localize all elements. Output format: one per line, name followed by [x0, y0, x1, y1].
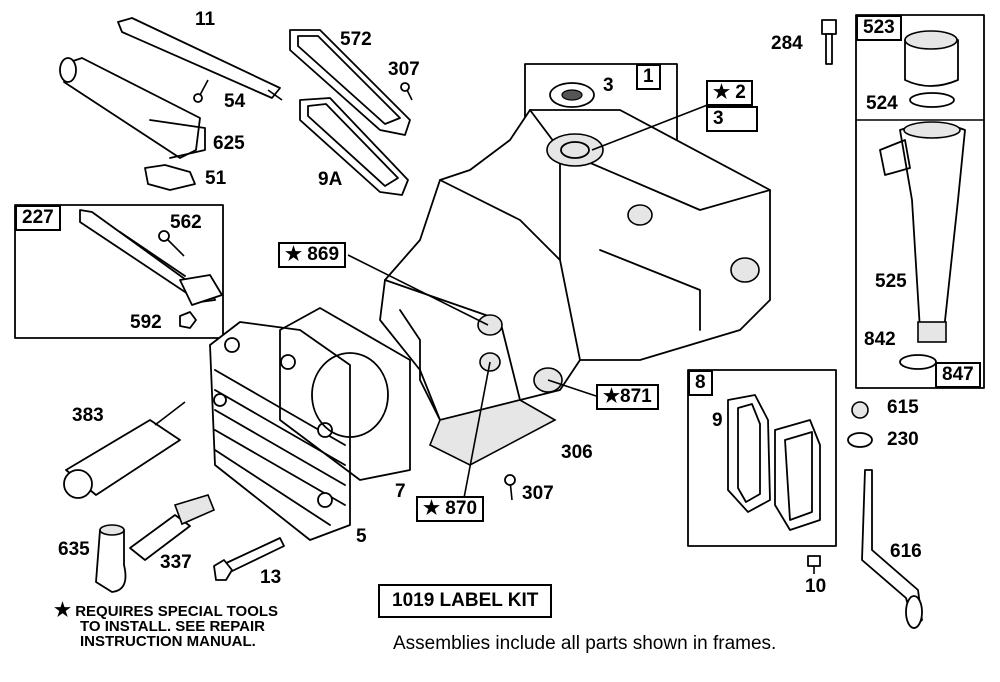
label-kit-box: 1019 LABEL KIT — [378, 584, 553, 618]
callout-5: 5 — [356, 526, 367, 547]
bolt-307b-part — [504, 474, 516, 501]
callout-54: 54 — [224, 91, 246, 112]
callout-625: 625 — [213, 133, 245, 154]
screw-54-part — [193, 79, 209, 103]
frame-label-847: 847 — [935, 362, 981, 388]
washer-230-part — [847, 432, 873, 448]
note-line-2: TO INSTALL. SEE REPAIR — [80, 618, 266, 635]
callout-572: 572 — [340, 29, 372, 50]
head-gasket-7-part — [279, 307, 411, 481]
frame-label-3: 3 — [706, 106, 758, 132]
callout-616: 616 — [890, 541, 922, 562]
breather-assembly-383-part — [63, 401, 186, 499]
callout-9a: 9A — [318, 169, 343, 190]
governor-shaft-616-part — [861, 469, 923, 629]
note-line-3: INSTRUCTION MANUAL. — [80, 633, 256, 650]
dipstick-tube-525-part — [879, 121, 966, 343]
callout-284: 284 — [771, 33, 803, 54]
star-symbol: ★ — [54, 600, 72, 621]
leader-2 — [591, 103, 711, 151]
callout-635: 635 — [58, 539, 90, 560]
gasket-306-part — [428, 399, 557, 466]
frame-label-227: 227 — [15, 205, 61, 231]
seal-3-part — [549, 82, 595, 108]
gasket-572-part — [289, 29, 411, 136]
callout-842: 842 — [864, 329, 896, 350]
callout-383: 383 — [72, 405, 104, 426]
breather-sleeve-part — [59, 57, 206, 159]
bracket-227-part — [79, 209, 223, 306]
cylinder-block-part — [379, 109, 771, 421]
callout-51: 51 — [205, 168, 227, 189]
nut-615-part — [851, 401, 869, 419]
screw-307a-part — [400, 82, 413, 101]
o-ring-524-part — [909, 92, 955, 108]
callout-337: 337 — [160, 552, 192, 573]
frame-8 — [687, 369, 837, 547]
frame-label-870: ★ 870 — [416, 496, 485, 522]
frame-label-8: 8 — [688, 370, 713, 396]
valve-cover-gasket-9-part — [727, 394, 771, 513]
callout-3-seal: 3 — [603, 75, 614, 96]
callout-592: 592 — [130, 312, 162, 333]
callout-525: 525 — [875, 271, 907, 292]
leader-869 — [347, 254, 489, 326]
special-tools-note: ★ REQUIRES SPECIAL TOOLS TO INSTALL. SEE… — [54, 600, 279, 650]
spark-plug-337-part — [129, 494, 216, 561]
dipstick-cap-523-part — [904, 30, 959, 87]
callout-230: 230 — [887, 429, 919, 450]
gasket-9a-part — [299, 97, 409, 196]
spark-plug-boot-635-part — [95, 524, 127, 593]
screw-562-part — [158, 230, 185, 257]
frame-227 — [14, 204, 224, 339]
frame-label-2: ★ 2 — [706, 80, 753, 106]
callout-524: 524 — [866, 93, 898, 114]
callout-306: 306 — [561, 442, 593, 463]
frame-label-869: ★ 869 — [278, 242, 347, 268]
valve-cover-part — [774, 419, 821, 531]
callout-10: 10 — [805, 576, 827, 597]
callout-307-top: 307 — [388, 59, 420, 80]
callout-9: 9 — [712, 410, 723, 431]
callout-615: 615 — [887, 397, 919, 418]
note-line-1: REQUIRES SPECIAL TOOLS — [75, 603, 279, 620]
assemblies-note: Assemblies include all parts shown in fr… — [393, 633, 777, 654]
callout-7: 7 — [395, 481, 406, 502]
nut-592-part — [179, 311, 197, 329]
leader-871 — [547, 379, 597, 397]
bolt-284-part — [821, 19, 837, 65]
callout-13: 13 — [260, 567, 282, 588]
frame-label-871: ★871 — [596, 384, 659, 410]
o-ring-842-part — [899, 354, 937, 370]
frame-label-523: 523 — [856, 15, 902, 41]
bolt-13-part — [213, 537, 285, 581]
callout-562: 562 — [170, 212, 202, 233]
callout-11: 11 — [195, 9, 216, 30]
frame-label-1: 1 — [636, 64, 661, 90]
frame-523-847 — [855, 14, 985, 389]
callout-307-bottom: 307 — [522, 483, 554, 504]
breather-tube-part — [117, 17, 283, 101]
leader-870 — [463, 361, 491, 499]
gasket-51-part — [144, 164, 196, 191]
screw-10-part — [807, 555, 821, 574]
